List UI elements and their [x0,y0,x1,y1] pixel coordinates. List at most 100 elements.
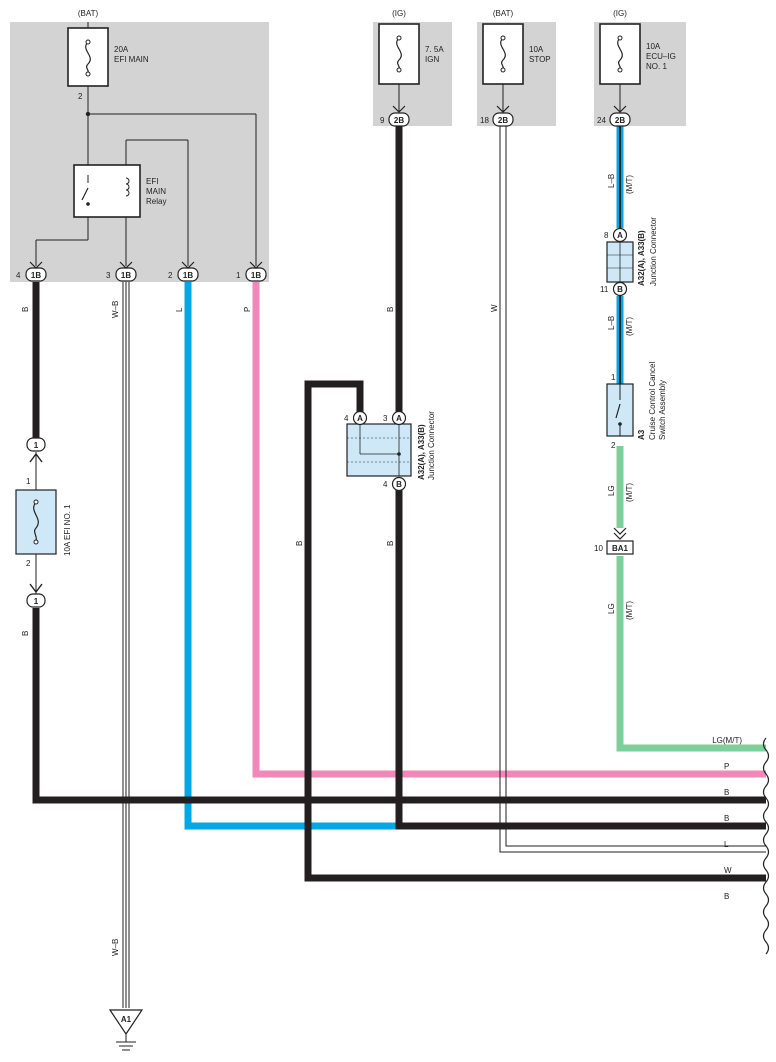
box-pin-4: 4 [16,271,21,280]
efi-main-fuse [67,22,109,87]
white-black-wire-wb [122,282,130,1008]
stop-pin: 18 [480,116,489,125]
junction-mid-title: A32(A), A33(B) [417,424,426,480]
green-wire-lg-out [616,556,766,752]
efi-no1-label: 10A EFI NO. 1 [63,504,72,556]
stop-supply-label: (BAT) [493,9,514,18]
junction-mid-pin-b: 4 [383,480,388,489]
wire-label-lb-bottom: L–B [607,316,616,330]
junction-right-pin-bottom: 11 [600,285,609,294]
ba1-pin: 10 [594,544,603,553]
output-label-p: P [724,762,729,771]
svg-text:A: A [357,414,363,423]
efi-main-name: EFI MAIN [114,55,149,64]
connector-ba1: BA1 [606,540,634,555]
ground-label: A1 [121,1015,132,1024]
output-label-w: W [724,866,732,875]
wire-label-b-loop: B [295,541,304,546]
output-label-b2: B [724,814,729,823]
efi-main-supply-label: (BAT) [78,9,99,18]
junction-connector-right [606,241,634,283]
svg-text:1B: 1B [31,271,41,280]
svg-text:2B: 2B [615,116,625,125]
junction-right-conn-top: A [612,227,628,243]
connector-arrows [29,105,627,269]
svg-text:2B: 2B [498,116,508,125]
efi-main-rating: 20A [114,45,129,54]
switch-pin-bottom: 2 [611,441,616,450]
efi-no1-connector-bottom: 1 [26,593,46,608]
ba1-arrows [613,527,627,540]
ign-supply-label: (IG) [392,9,406,18]
cruise-cancel-switch [606,383,634,437]
wire-label-lg-top: LG [607,485,616,496]
ign-pin: 9 [380,116,385,125]
junction-mid-conn-a-right: A [391,410,407,426]
relay-label-3: Relay [146,197,166,206]
svg-text:1B: 1B [121,271,131,280]
junction-mid-conn-b: B [391,476,407,492]
wire-label-p: P [243,307,252,312]
svg-text:BA1: BA1 [612,544,629,553]
relay-label-1: EFI [146,177,158,186]
switch-code: A3 [637,429,646,440]
white-wire-w-stop [499,126,766,853]
switch-name-1: Cruise Control Cancel [648,362,657,440]
junction-mid-pin-a-right: 3 [383,414,388,423]
box-pin-3: 3 [106,271,111,280]
switch-pin-top: 1 [611,373,616,382]
junction-right-pin-top: 8 [604,231,609,240]
efi-no1-pin-bottom: 2 [26,559,31,568]
ign-fuse-name: IGN [425,55,439,64]
ecu-ig-fuse-rating: 10A [646,42,661,51]
efi-main-fuse-block [10,22,269,282]
svg-text:1B: 1B [251,271,261,280]
wire-label-lg-top-note: (M/T) [625,483,634,502]
wire-label-w-stop: W [490,304,499,312]
wire-label-lg-bottom: LG [607,603,616,614]
efi-main-pin: 2 [78,92,83,101]
wire-label-lb-top: L–B [607,174,616,188]
svg-text:1: 1 [34,597,39,606]
stop-fuse [482,23,524,85]
output-label-b3: B [724,892,729,901]
ecu-ig-fuse [599,23,641,85]
efi-main-relay [73,164,141,218]
svg-text:A: A [396,414,402,423]
connector-1b-pin3: 1B [115,267,137,282]
connector-1b-pin2: 1B [177,267,199,282]
connector-2b-ign: 2B [388,112,410,127]
connector-2b-ecu-ig: 2B [609,112,631,127]
output-label-b1: B [724,788,729,797]
ecu-ig-supply-label: (IG) [613,9,627,18]
black-wire-b-junction-out [395,490,766,830]
relay-label-2: MAIN [146,187,166,196]
svg-text:A: A [617,231,623,240]
junction-right-conn-bottom: B [612,281,628,297]
switch-name-2: Switch Assembly [658,380,667,440]
output-label-l: L [724,840,729,849]
ecu-ig-fuse-name-1: ECU–IG [646,52,676,61]
junction-mid-conn-a-left: A [352,410,368,426]
svg-text:2B: 2B [394,116,404,125]
wire-label-l: L [175,307,184,312]
wire-label-b-ign: B [386,307,395,312]
wire-label-wb-top: W–B [111,301,120,318]
stop-fuse-name: STOP [529,55,551,64]
efi-no1-pin-top: 1 [26,477,31,486]
efi-no1-fuse [15,489,57,555]
pink-wire-p [252,282,766,778]
output-label-lg: LG(M/T) [712,736,742,745]
wire-label-b-efi-no1: B [21,631,30,636]
junction-connector-mid [346,423,412,477]
blue-wire-l [184,282,766,830]
wire-label-b-left: B [21,307,30,312]
svg-text:1B: 1B [183,271,193,280]
ecu-ig-fuse-name-2: NO. 1 [646,62,667,71]
black-wire-b-efi [32,608,766,804]
svg-text:B: B [396,480,402,489]
wire-label-lb-bottom-note: (M/T) [625,317,634,336]
connector-2b-stop: 2B [492,112,514,127]
svg-text:B: B [617,285,623,294]
wire-label-lg-bottom-note: (M/T) [625,601,634,620]
